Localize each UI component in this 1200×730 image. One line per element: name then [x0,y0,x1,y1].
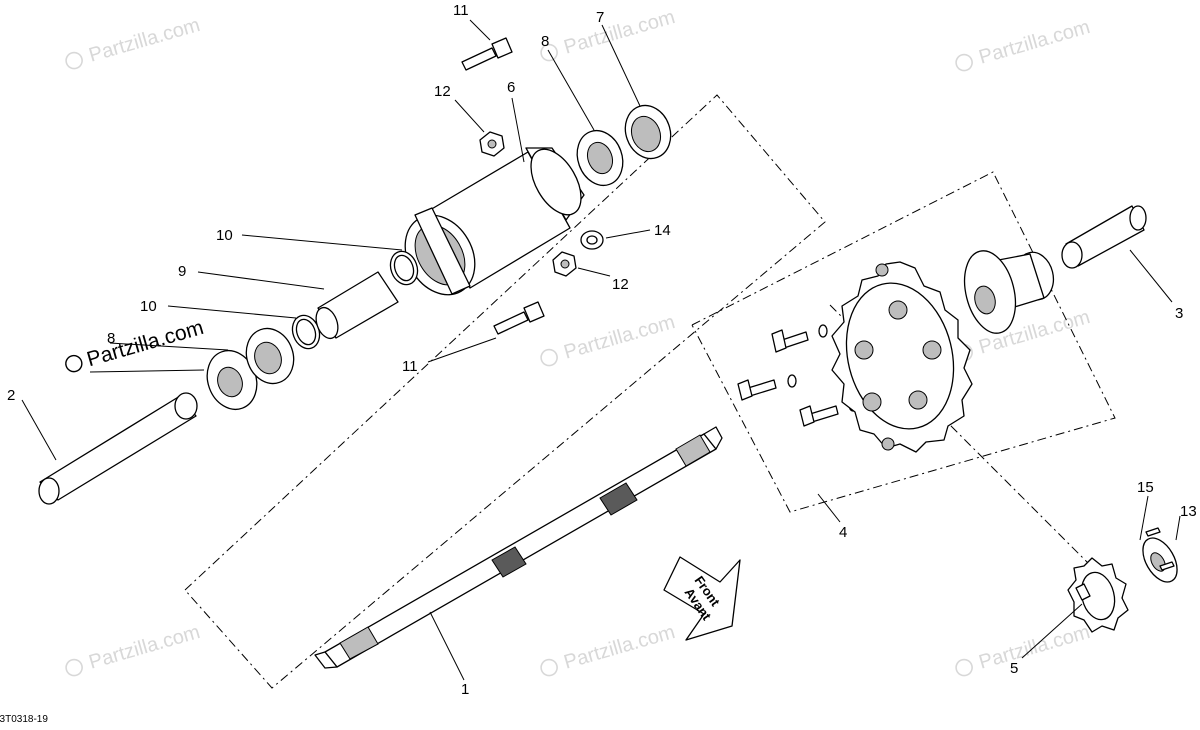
svg-text:Partzilla.com: Partzilla.com [84,316,206,371]
watermark-dark: Partzilla.com [65,316,206,373]
bearings-lower [206,250,419,411]
svg-text:Partzilla.com: Partzilla.com [86,14,202,67]
callout-4: 4 [839,524,847,541]
svg-text:Partzilla.com: Partzilla.com [561,311,677,364]
callout-10: 10 [216,227,233,244]
left-tube [38,392,198,505]
front-direction-arrow: Front Avant [663,556,741,641]
svg-text:Partzilla.com: Partzilla.com [561,621,677,674]
small-sprocket-assembly [1067,527,1178,633]
callout-8b: 8 [107,330,115,347]
callout-14: 14 [654,222,671,239]
callout-12: 12 [434,83,451,100]
right-tube [1061,205,1147,269]
callout-5: 5 [1010,660,1018,677]
callout-9: 9 [178,263,186,280]
callout-2: 2 [7,387,15,404]
bearings-upper [576,104,672,187]
callout-11b: 11 [402,358,418,375]
watermark: Partzilla.com [65,14,203,70]
watermark: Partzilla.com [540,621,678,677]
housing [404,147,585,296]
watermark: Partzilla.com [540,311,678,367]
leader-lines [21,19,1181,681]
hardware [461,37,858,427]
svg-text:Partzilla.com: Partzilla.com [86,621,202,674]
svg-text:Partzilla.com: Partzilla.com [561,6,677,59]
watermark: Partzilla.com [955,16,1093,72]
callout-8: 8 [541,33,549,50]
watermark: Partzilla.com [65,621,203,677]
callout-6: 6 [507,79,515,96]
callout-3: 3 [1175,305,1183,322]
main-shaft [314,426,723,669]
large-sprocket [831,250,1055,453]
callout-10b: 10 [140,298,157,315]
callout-1: 1 [461,681,469,698]
watermark: Partzilla.com [540,6,678,62]
svg-text:Partzilla.com: Partzilla.com [976,16,1092,69]
reference-code: 13T0318-19 [0,714,48,725]
callouts: 1 2 3 4 5 6 7 8 8 9 10 10 11 11 12 12 13… [7,2,1197,698]
watermark: Partzilla.com [955,621,1093,677]
callout-7: 7 [596,9,604,26]
dash-dot-outlines [184,94,1126,689]
callout-11: 11 [453,2,469,19]
callout-12b: 12 [612,276,629,293]
callout-13: 13 [1180,503,1197,520]
callout-15: 15 [1137,479,1154,496]
